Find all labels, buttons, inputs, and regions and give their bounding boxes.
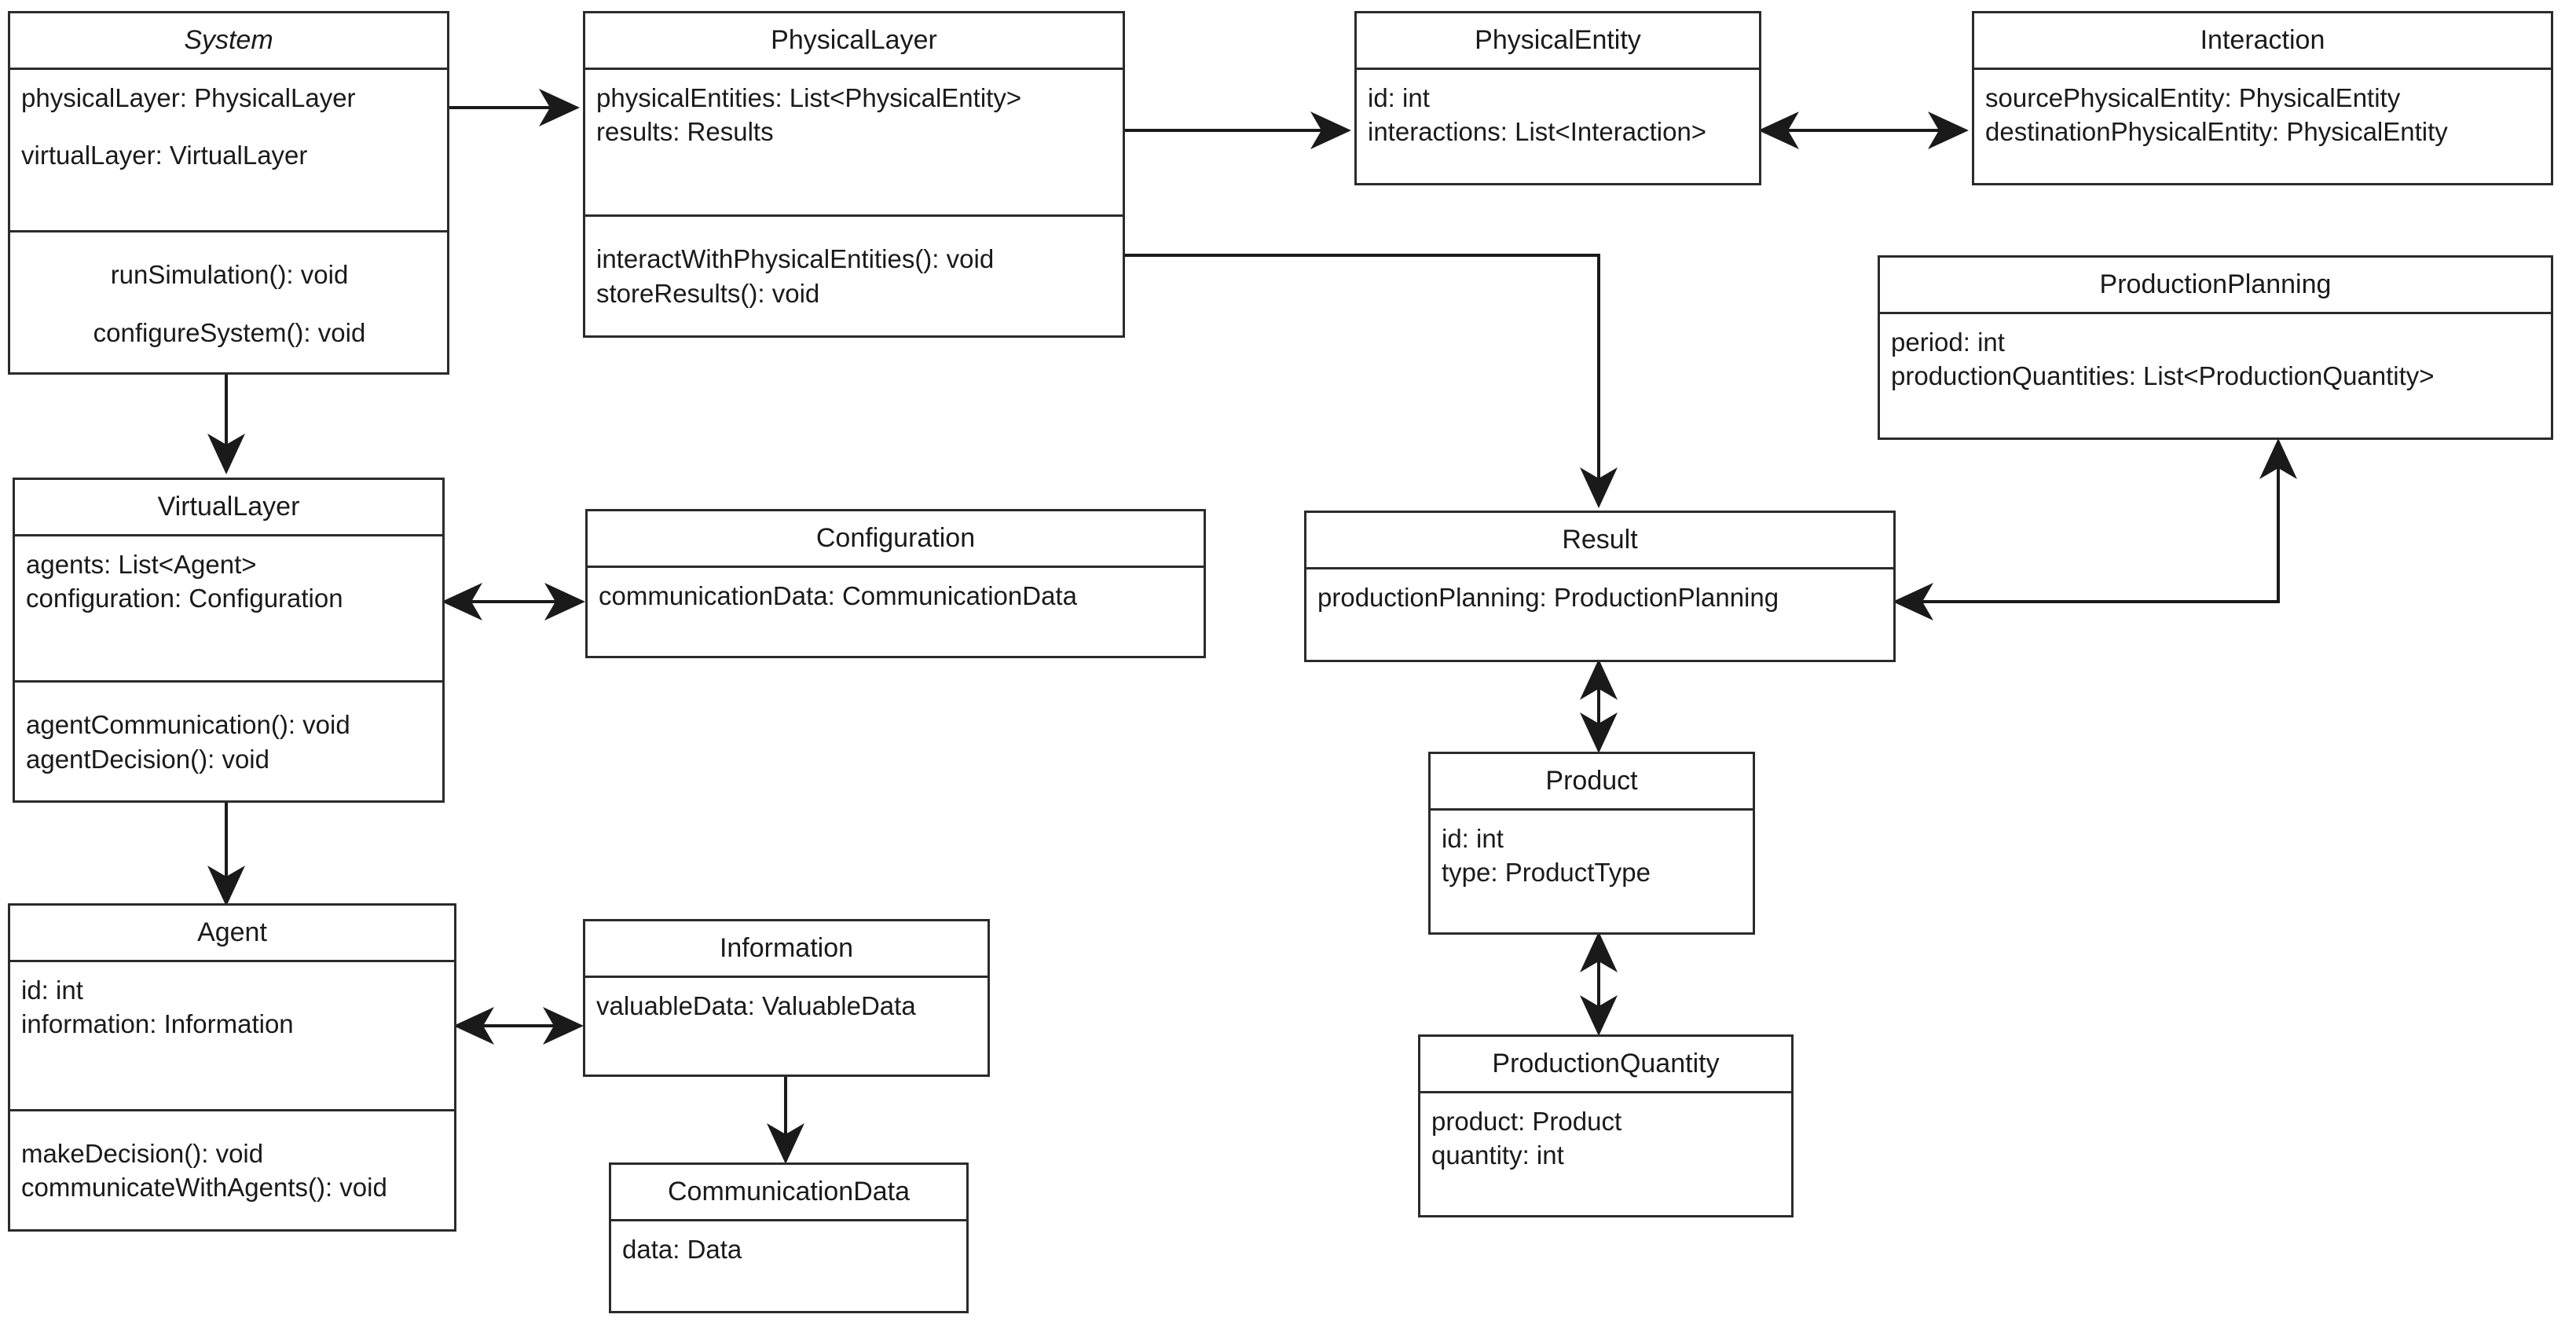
attribute: period: int <box>1891 327 2005 357</box>
class-box-agent[interactable]: Agent id: int information: Information m… <box>8 903 456 1232</box>
class-box-physicallayer[interactable]: PhysicalLayer physicalEntities: List<Phy… <box>583 11 1125 338</box>
separator <box>1306 566 1893 569</box>
attribute: productionQuantities: List<ProductionQua… <box>1891 361 2435 391</box>
attribute: sourcePhysicalEntity: PhysicalEntity <box>1985 82 2401 112</box>
attribute: virtualLayer: VirtualLayer <box>21 141 308 170</box>
attributes-product: id: int type: ProductType <box>1431 811 1753 932</box>
class-title-information: Information <box>719 933 854 963</box>
method: agentCommunication(): void <box>26 710 350 740</box>
class-title-productionplanning: ProductionPlanning <box>2099 269 2332 299</box>
attribute: agents: List<Agent> <box>26 549 257 579</box>
attribute: destinationPhysicalEntity: PhysicalEntit… <box>1985 117 2448 147</box>
attributes-productionquantity: product: Product quantity: int <box>1420 1093 1791 1215</box>
attributes-productionplanning: period: int productionQuantities: List<P… <box>1880 314 2551 438</box>
separator <box>10 230 447 233</box>
attributes-system: physicalLayer: PhysicalLayer virtualLaye… <box>10 70 447 231</box>
class-box-communicationdata[interactable]: CommunicationData data: Data <box>609 1162 969 1313</box>
attribute: id: int <box>1368 82 1430 112</box>
class-box-information[interactable]: Information valuableData: ValuableData <box>583 919 990 1077</box>
attribute: id: int <box>1442 823 1504 853</box>
method: configureSystem(): void <box>93 317 366 347</box>
class-title-productionquantity: ProductionQuantity <box>1492 1049 1720 1078</box>
methods-virtuallayer: agentCommunication(): void agentDecision… <box>15 683 442 800</box>
class-title-virtuallayer: VirtualLayer <box>157 492 300 522</box>
class-title-product: Product <box>1545 766 1638 796</box>
separator <box>585 67 1123 70</box>
methods-system: runSimulation(): void configureSystem():… <box>10 232 447 372</box>
class-box-physicalentity[interactable]: PhysicalEntity id: int interactions: Lis… <box>1354 11 1761 185</box>
class-box-result[interactable]: Result productionPlanning: ProductionPla… <box>1304 511 1896 662</box>
class-title-agent: Agent <box>197 917 267 947</box>
method: agentDecision(): void <box>26 744 269 774</box>
separator <box>1420 1090 1791 1093</box>
separator <box>1357 67 1759 70</box>
class-box-configuration[interactable]: Configuration communicationData: Communi… <box>585 509 1206 658</box>
edge-result-productionplanning <box>1893 438 2297 621</box>
class-title-system: System <box>184 25 273 55</box>
separator <box>10 959 454 962</box>
attributes-interaction: sourcePhysicalEntity: PhysicalEntity des… <box>1974 70 2551 183</box>
class-title-physicallayer: PhysicalLayer <box>771 25 937 55</box>
attribute: productionPlanning: ProductionPlanning <box>1317 582 1779 612</box>
attribute: physicalLayer: PhysicalLayer <box>21 82 356 112</box>
attributes-communicationdata: data: Data <box>611 1221 966 1311</box>
method: interactWithPhysicalEntities(): void <box>596 244 995 274</box>
class-box-productionplanning[interactable]: ProductionPlanning period: int productio… <box>1878 255 2553 440</box>
class-title-configuration: Configuration <box>815 523 976 553</box>
attribute: product: Product <box>1431 1106 1622 1136</box>
separator <box>1974 67 2551 70</box>
attribute: valuableData: ValuableData <box>596 990 916 1020</box>
attributes-agent: id: int information: Information <box>10 962 454 1109</box>
attribute: data: Data <box>622 1234 742 1264</box>
separator <box>15 533 442 536</box>
class-title-result: Result <box>1562 525 1638 555</box>
attributes-physicalentity: id: int interactions: List<Interaction> <box>1357 70 1759 183</box>
attributes-result: productionPlanning: ProductionPlanning <box>1306 569 1893 660</box>
methods-agent: makeDecision(): void communicateWithAgen… <box>10 1111 454 1229</box>
class-title-interaction: Interaction <box>2200 25 2325 55</box>
attributes-information: valuableData: ValuableData <box>585 978 988 1075</box>
class-title-physicalentity: PhysicalEntity <box>1475 25 1641 55</box>
attributes-virtuallayer: agents: List<Agent> configuration: Confi… <box>15 536 442 681</box>
attribute: communicationData: CommunicationData <box>599 580 1077 610</box>
separator <box>588 565 1204 568</box>
separator <box>10 67 447 70</box>
separator <box>1880 311 2551 314</box>
separator <box>611 1218 966 1221</box>
attributes-configuration: communicationData: CommunicationData <box>588 568 1204 656</box>
attributes-physicallayer: physicalEntities: List<PhysicalEntity> r… <box>585 70 1123 215</box>
class-box-virtuallayer[interactable]: VirtualLayer agents: List<Agent> configu… <box>13 478 445 803</box>
attribute: id: int <box>21 975 83 1005</box>
method: runSimulation(): void <box>110 260 349 290</box>
class-box-productionquantity[interactable]: ProductionQuantity product: Product quan… <box>1418 1034 1794 1217</box>
attribute: type: ProductType <box>1442 858 1651 888</box>
attribute: information: Information <box>21 1009 294 1039</box>
attribute: results: Results <box>596 117 774 147</box>
separator <box>585 975 988 978</box>
attribute: interactions: List<Interaction> <box>1368 117 1707 147</box>
class-box-product[interactable]: Product id: int type: ProductType <box>1428 752 1755 935</box>
separator <box>10 1108 454 1111</box>
method: makeDecision(): void <box>21 1138 264 1168</box>
methods-physicallayer: interactWithPhysicalEntities(): void sto… <box>585 217 1123 335</box>
class-box-system[interactable]: System physicalLayer: PhysicalLayer virt… <box>8 11 449 375</box>
attribute: configuration: Configuration <box>26 584 343 613</box>
class-title-communicationdata: CommunicationData <box>667 1177 911 1206</box>
method: storeResults(): void <box>596 278 820 308</box>
attribute: quantity: int <box>1431 1140 1564 1170</box>
separator <box>15 680 442 683</box>
method: communicateWithAgents(): void <box>21 1173 387 1203</box>
class-box-interaction[interactable]: Interaction sourcePhysicalEntity: Physic… <box>1972 11 2553 185</box>
attribute: physicalEntities: List<PhysicalEntity> <box>596 82 1022 112</box>
separator <box>1431 807 1753 811</box>
separator <box>585 214 1123 218</box>
edge-physicallayer-result <box>1125 254 1618 508</box>
